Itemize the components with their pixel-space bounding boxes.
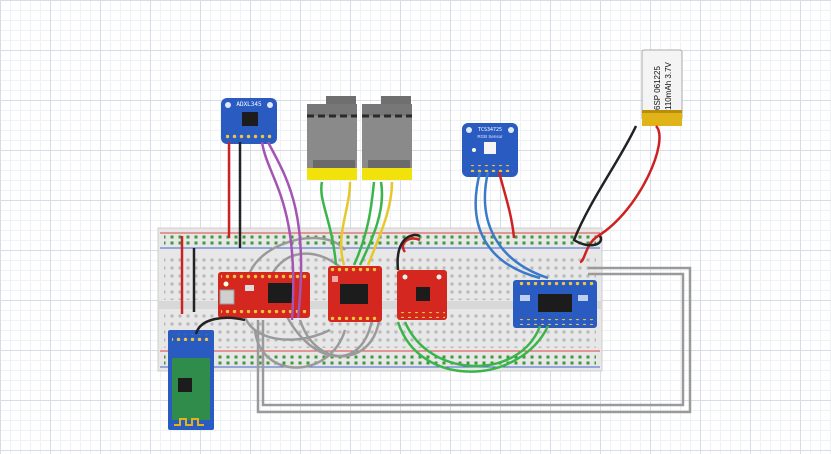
- green-wires: [320, 181, 550, 373]
- red-wires: [180, 125, 661, 314]
- color-sensor-subtitle: RGB Sensor: [477, 134, 503, 139]
- driver-chip: [340, 284, 368, 304]
- microcontroller-board: [218, 272, 310, 318]
- color-sensor-module: TCS34725 RGB Sensor: [462, 123, 518, 177]
- bluetooth-module: [168, 330, 214, 430]
- battery-model: 6SP 061225: [653, 66, 662, 110]
- color-sensor-title: TCS34725: [478, 127, 502, 133]
- blue-breakout-board: [513, 280, 597, 328]
- dc-motor-left: [307, 96, 357, 180]
- sensor-module-red: [397, 270, 447, 320]
- dc-motor-right: [362, 96, 412, 180]
- bottom-power-rail: [164, 353, 596, 365]
- lipo-battery: 6SP 061225 110mAh 3.7V: [641, 49, 683, 126]
- accel-label: ADXL345: [236, 101, 262, 108]
- yellow-wires: [339, 181, 394, 266]
- breakout-chip: [538, 294, 572, 312]
- usb-connector: [219, 289, 235, 305]
- motor-driver-board: [328, 266, 382, 322]
- mcu-chip: [268, 283, 292, 303]
- accelerometer-module: ADXL345: [221, 98, 277, 144]
- purple-wires: [260, 141, 303, 321]
- black-wires: [192, 125, 638, 335]
- battery-capacity: 110mAh 3.7V: [664, 61, 673, 110]
- blue-wires: [474, 171, 549, 280]
